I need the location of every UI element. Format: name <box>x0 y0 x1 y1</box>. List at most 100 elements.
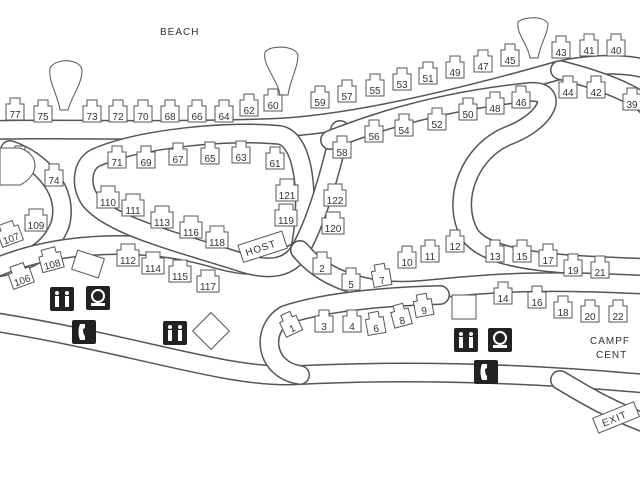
campsite-70[interactable]: 70 <box>133 99 153 123</box>
campsite-15[interactable]: 15 <box>512 239 532 263</box>
campsite-lot <box>473 49 493 73</box>
campsite-number: 2 <box>319 264 325 275</box>
campsite-65[interactable]: 65 <box>200 141 220 165</box>
campsite-39[interactable]: 39 <box>622 87 640 111</box>
campsite-44[interactable]: 44 <box>558 75 578 99</box>
campsite-number: 48 <box>489 104 501 115</box>
campsite-60[interactable]: 60 <box>263 88 283 112</box>
campsite-number: 20 <box>584 312 596 323</box>
campsite-52[interactable]: 52 <box>427 107 447 131</box>
campsite-69[interactable]: 69 <box>136 145 156 169</box>
campsite-45[interactable]: 45 <box>500 43 520 67</box>
campsite-lot <box>150 205 174 229</box>
campsite-lot <box>500 43 520 67</box>
campsite-108[interactable]: 108 <box>37 246 65 274</box>
campsite-40[interactable]: 40 <box>606 33 626 57</box>
campsite-55[interactable]: 55 <box>365 73 385 97</box>
campsite-number: 40 <box>610 46 622 57</box>
campsite-71[interactable]: 71 <box>107 145 127 169</box>
campsite-10[interactable]: 10 <box>397 245 417 269</box>
campsite-114[interactable]: 114 <box>141 251 165 275</box>
campsite-21[interactable]: 21 <box>590 255 610 279</box>
campsite-117[interactable]: 117 <box>196 269 220 293</box>
campsite-42[interactable]: 42 <box>586 75 606 99</box>
campsite-74[interactable]: 74 <box>44 163 64 187</box>
campsite-73[interactable]: 73 <box>82 99 102 123</box>
campsite-number: 3 <box>321 322 327 333</box>
campsite-113[interactable]: 113 <box>150 205 174 229</box>
campsite-46[interactable]: 46 <box>511 85 531 109</box>
campsite-63[interactable]: 63 <box>231 140 251 164</box>
campsite-number: 59 <box>314 98 326 109</box>
campsite-111[interactable]: 111 <box>121 193 145 217</box>
campsite-109[interactable]: 109 <box>24 208 48 232</box>
campsite-51[interactable]: 51 <box>418 61 438 85</box>
campsite-54[interactable]: 54 <box>394 113 414 137</box>
campsite-120[interactable]: 120 <box>321 211 345 235</box>
campsite-number: 63 <box>235 153 247 164</box>
campsite-9[interactable]: 9 <box>412 292 435 319</box>
campsite-64[interactable]: 64 <box>214 99 234 123</box>
campsite-19[interactable]: 19 <box>563 253 583 277</box>
campsite-1[interactable]: 1 <box>277 310 304 338</box>
campsite-116[interactable]: 116 <box>179 215 203 239</box>
campsite-50[interactable]: 50 <box>458 97 478 121</box>
campsite-53[interactable]: 53 <box>392 67 412 91</box>
campsite-number: 111 <box>125 206 141 217</box>
campsite-13[interactable]: 13 <box>485 239 505 263</box>
campsite-110[interactable]: 110 <box>96 185 120 209</box>
campsite-4[interactable]: 4 <box>342 309 362 333</box>
campsite-56[interactable]: 56 <box>364 119 384 143</box>
campsite-67[interactable]: 67 <box>168 142 188 166</box>
campsite-122[interactable]: 122 <box>323 183 347 207</box>
campsite-lot <box>44 163 64 187</box>
campsite-58[interactable]: 58 <box>332 135 352 159</box>
campsite-11[interactable]: 11 <box>420 239 440 263</box>
campsite-6[interactable]: 6 <box>364 310 387 337</box>
campsite-118[interactable]: 118 <box>205 225 229 249</box>
campsite-5[interactable]: 5 <box>341 267 361 291</box>
campsite-61[interactable]: 61 <box>265 146 285 170</box>
campsite-107[interactable]: 107 <box>0 219 25 249</box>
campsite-number: 115 <box>172 272 188 283</box>
campsite-75[interactable]: 75 <box>33 99 53 123</box>
campsite-number: 110 <box>100 198 116 209</box>
campsite-57[interactable]: 57 <box>337 79 357 103</box>
campsite-lot <box>485 91 505 115</box>
campsite-2[interactable]: 2 <box>312 251 332 275</box>
campsite-112[interactable]: 112 <box>116 243 140 267</box>
campsite-47[interactable]: 47 <box>473 49 493 73</box>
campsite-number: 119 <box>278 216 294 227</box>
campsite-3[interactable]: 3 <box>314 309 334 333</box>
campsite-12[interactable]: 12 <box>445 229 465 253</box>
campsite-number: 12 <box>449 242 461 253</box>
campsite-121[interactable]: 121 <box>275 178 299 202</box>
campsite-41[interactable]: 41 <box>579 33 599 57</box>
campsite-66[interactable]: 66 <box>187 99 207 123</box>
campsite-16[interactable]: 16 <box>527 285 547 309</box>
campsite-59[interactable]: 59 <box>310 85 330 109</box>
campsite-119[interactable]: 119 <box>274 203 298 227</box>
campsite-lot <box>136 145 156 169</box>
campsite-7[interactable]: 7 <box>370 262 393 289</box>
campsite-number: 73 <box>86 112 98 123</box>
campsite-48[interactable]: 48 <box>485 91 505 115</box>
campsite-43[interactable]: 43 <box>551 35 571 59</box>
campsite-49[interactable]: 49 <box>445 55 465 79</box>
campsite-20[interactable]: 20 <box>580 299 600 323</box>
campsite-lot <box>370 262 393 289</box>
campsite-62[interactable]: 62 <box>239 93 259 117</box>
campsite-18[interactable]: 18 <box>553 295 573 319</box>
campsite-8[interactable]: 8 <box>389 302 413 329</box>
campsite-77[interactable]: 77 <box>5 97 25 121</box>
campsite-lot <box>96 185 120 209</box>
campsite-14[interactable]: 14 <box>493 281 513 305</box>
campsite-22[interactable]: 22 <box>608 299 628 323</box>
campsite-number: 68 <box>164 112 176 123</box>
campsite-68[interactable]: 68 <box>160 99 180 123</box>
campsite-number: 42 <box>590 88 602 99</box>
campsite-17[interactable]: 17 <box>538 243 558 267</box>
campsite-lot <box>160 99 180 123</box>
campsite-72[interactable]: 72 <box>108 99 128 123</box>
campsite-115[interactable]: 115 <box>168 259 192 283</box>
